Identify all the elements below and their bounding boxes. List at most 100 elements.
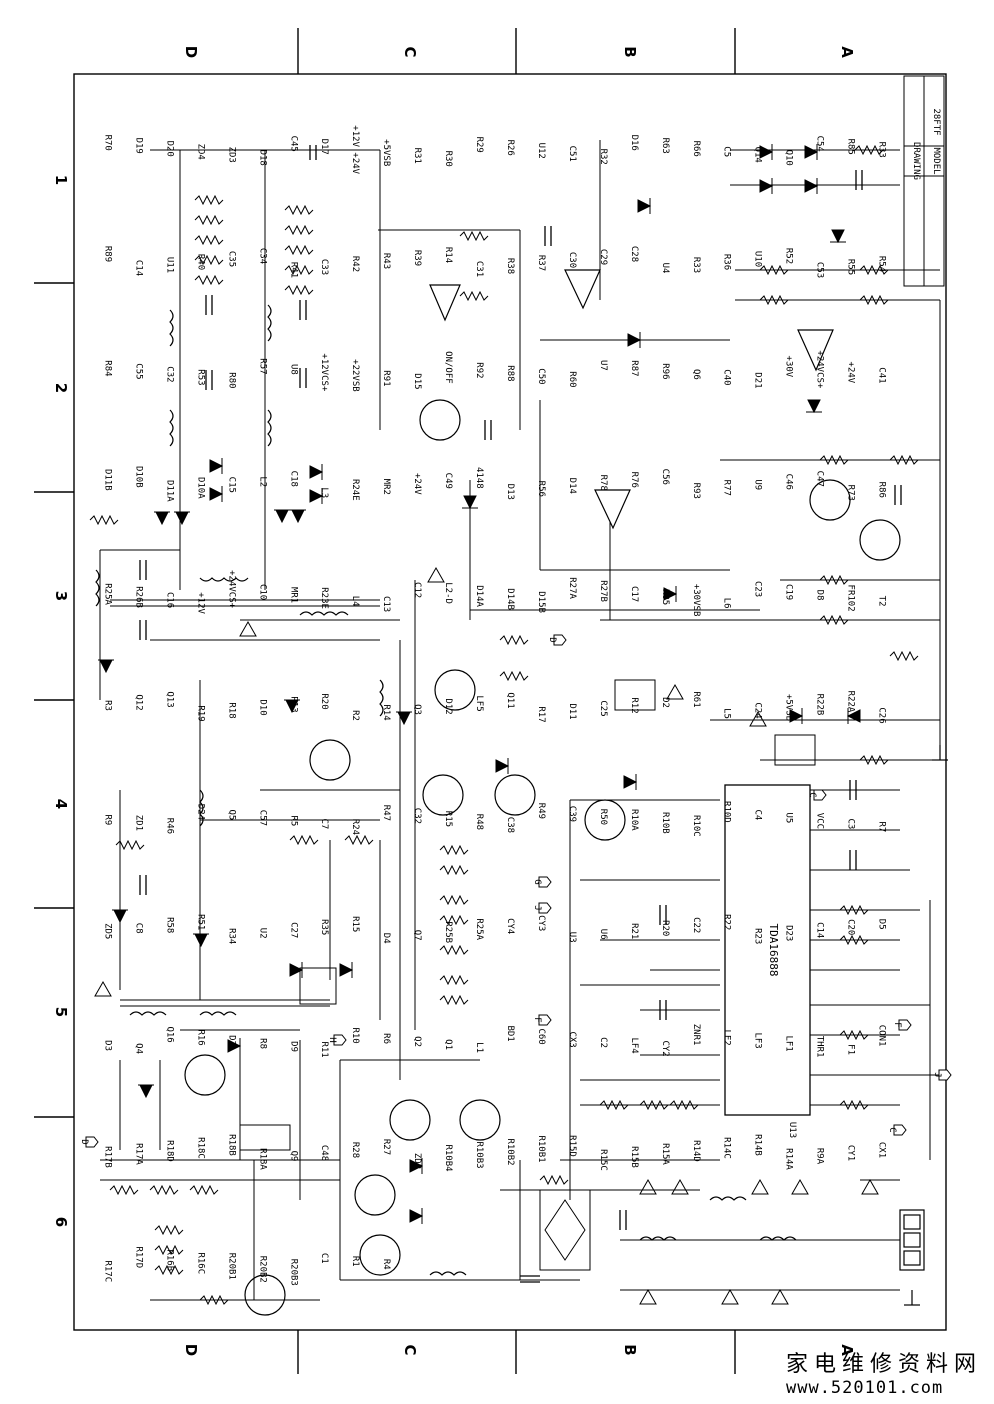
- component-ref: ZNR1: [691, 1024, 701, 1046]
- offpage-connector: J: [932, 1069, 952, 1081]
- component-ref: LF5: [474, 695, 484, 711]
- component-ref: ZD3: [226, 147, 236, 163]
- component-ref: C53: [815, 262, 825, 278]
- offpage-connector: C: [807, 789, 827, 801]
- component-ref: D5: [877, 919, 887, 930]
- component-ref: D11: [567, 703, 577, 719]
- component-ref: R50: [598, 809, 608, 825]
- component-ref: R18C: [195, 1137, 205, 1159]
- component-ref: R8: [257, 1038, 267, 1049]
- component-ref: R60: [567, 371, 577, 387]
- component-ref: R70: [103, 135, 113, 151]
- component-ref: C40: [722, 369, 732, 385]
- component-ref: +22VSB: [350, 359, 360, 392]
- component-ref: R49: [536, 803, 546, 819]
- component-ref: R10B4: [443, 1144, 453, 1171]
- component-ref: +24V: [846, 362, 856, 384]
- component-ref: BD1: [505, 1025, 515, 1041]
- component-ref: D15B: [536, 591, 546, 613]
- component-ref: C47: [815, 471, 825, 487]
- component-ref: U4: [660, 263, 670, 274]
- component-ref: R53: [195, 369, 205, 385]
- component-ref: D14B: [505, 588, 515, 610]
- component-ref: D3: [103, 1040, 113, 1051]
- component-ref: R5: [288, 815, 298, 826]
- component-ref: +5VSB: [784, 694, 794, 721]
- component-ref: R78: [598, 475, 608, 491]
- component-ref: C3: [846, 818, 856, 829]
- component-ref: D15: [412, 373, 422, 389]
- component-ref: R15: [443, 811, 453, 827]
- component-ref: L1: [474, 1042, 484, 1053]
- component-ref: D19: [133, 138, 143, 154]
- component-ref: R10A: [629, 809, 639, 831]
- component-ref: R89: [103, 246, 113, 262]
- component-ref: D11A: [164, 480, 174, 502]
- component-ref: D17: [319, 139, 329, 155]
- component-ref: R23E: [319, 587, 329, 609]
- component-ref: D14: [567, 478, 577, 494]
- component-ref: R16: [195, 1029, 205, 1045]
- component-ref: C7: [319, 818, 329, 829]
- component-ref: R20B3: [288, 1259, 298, 1286]
- component-ref: Q12: [133, 694, 143, 710]
- offpage-connector: D: [79, 1136, 99, 1148]
- component-ref: C12: [412, 582, 422, 598]
- watermark: 家电维修资料网 www.520101.com: [786, 1346, 982, 1398]
- component-ref: Q11: [505, 692, 515, 708]
- component-ref: R31: [412, 148, 422, 164]
- offpage-connector-label: C: [807, 792, 817, 797]
- component-ref: R33: [877, 142, 887, 158]
- component-ref: Q2: [412, 1036, 422, 1047]
- component-ref: R52: [784, 248, 794, 264]
- watermark-url: www.520101.com: [785, 1378, 944, 1398]
- component-ref: D12: [443, 698, 453, 714]
- component-ref: R10B2: [505, 1138, 515, 1165]
- component-ref: ZD1: [133, 815, 143, 831]
- component-ref: MR1: [288, 587, 298, 603]
- component-ref: R24E: [350, 479, 360, 501]
- offpage-connector-label: F: [532, 1017, 542, 1022]
- component-ref: C34: [257, 248, 267, 264]
- component-ref: C25: [598, 700, 608, 716]
- component-ref: R3: [103, 700, 113, 711]
- component-ref: R11: [319, 1041, 329, 1057]
- component-ref: C38: [505, 817, 515, 833]
- component-ref: R10C: [691, 815, 701, 837]
- zone-bottom-c: C: [401, 1344, 419, 1355]
- component-ref: R76: [629, 472, 639, 488]
- component-ref: U5: [784, 812, 794, 823]
- component-ref: D20: [164, 141, 174, 157]
- offpage-connector: F: [892, 1019, 912, 1031]
- ground-symbols: [904, 745, 948, 1306]
- component-ref: Q6: [691, 369, 701, 380]
- component-ref: R96: [660, 363, 670, 379]
- component-ref: F1: [846, 1044, 856, 1055]
- component-ref: R10B: [660, 812, 670, 834]
- component-ref: R80: [226, 372, 236, 388]
- component-ref: LF2: [722, 1029, 732, 1045]
- component-ref: CON1: [877, 1025, 887, 1047]
- component-ref: D9: [288, 1041, 298, 1052]
- component-ref: C35: [226, 251, 236, 267]
- component-ref: R10D: [722, 801, 732, 823]
- row-1: 1: [52, 175, 70, 185]
- component-ref: R41: [288, 262, 298, 278]
- optocoupler-symbols: [239, 679, 816, 1271]
- component-ref: CY2: [660, 1040, 670, 1056]
- offpage-connector: G: [532, 876, 552, 888]
- component-ref: R22: [722, 914, 732, 930]
- component-ref: CX1: [877, 1142, 887, 1158]
- component-ref: R28: [350, 1142, 360, 1158]
- component-ref: U9: [753, 479, 763, 490]
- component-ref: R16C: [195, 1252, 205, 1274]
- component-ref: C26: [877, 707, 887, 723]
- offpage-connector-label: J: [532, 905, 542, 910]
- component-ref: R14: [443, 247, 453, 263]
- component-ref: U12: [536, 143, 546, 159]
- component-ref: R33: [691, 257, 701, 273]
- component-ref: R20B1: [226, 1253, 236, 1280]
- component-ref: 4148: [474, 467, 484, 489]
- component-ref: R36: [722, 254, 732, 270]
- component-ref: D18: [257, 150, 267, 166]
